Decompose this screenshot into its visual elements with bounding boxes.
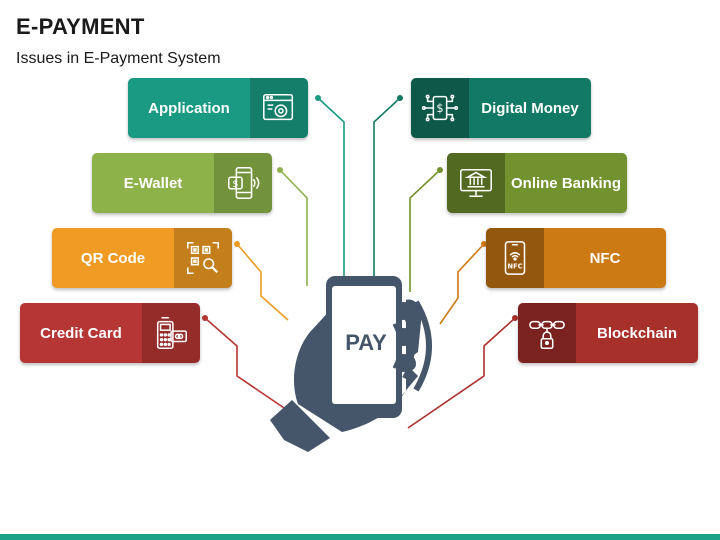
phone-dollar-icon: $ xyxy=(214,153,272,213)
chain-lock-icon xyxy=(518,303,576,363)
qr-magnifier-icon xyxy=(174,228,232,288)
card-creditcard: Credit Card xyxy=(20,303,200,363)
page-subtitle: Issues in E-Payment System xyxy=(16,50,221,67)
card-nfc: NFC NFC xyxy=(486,228,666,288)
page-title: E-PAYMENT xyxy=(16,14,145,39)
card-application-label: Application xyxy=(148,99,230,117)
pay-label: PAY xyxy=(345,330,387,355)
connector-creditcard xyxy=(204,317,291,413)
bank-monitor-icon xyxy=(447,153,505,213)
connector-nfc xyxy=(439,243,485,325)
accent-bar xyxy=(0,534,720,540)
svg-text:$: $ xyxy=(436,101,443,115)
connector-blockchain xyxy=(407,317,516,429)
connector-qrcode xyxy=(236,243,289,321)
card-qrcode: QR Code xyxy=(52,228,232,288)
connector-ewallet xyxy=(279,169,308,286)
hand-phone-pay-icon xyxy=(270,276,432,452)
card-creditcard-label: Credit Card xyxy=(40,324,122,342)
card-digitalmoney: $ Digital Money xyxy=(411,78,591,138)
connector-application xyxy=(317,97,345,280)
card-qrcode-label: QR Code xyxy=(80,249,146,267)
nfc-phone-icon: NFC xyxy=(486,228,544,288)
dollar-circuit-icon: $ xyxy=(411,78,469,138)
svg-text:NFC: NFC xyxy=(508,262,523,270)
card-blockchain-label: Blockchain xyxy=(596,324,678,342)
card-terminal-icon xyxy=(142,303,200,363)
card-ewallet-label: E-Wallet xyxy=(123,174,183,192)
card-onlinebanking-label: Online Banking xyxy=(510,174,621,192)
card-application: Application xyxy=(128,78,308,138)
card-ewallet: E-Wallet $ xyxy=(92,153,272,213)
card-digitalmoney-label: Digital Money xyxy=(481,99,579,117)
browser-gear-icon xyxy=(250,78,308,138)
svg-text:$: $ xyxy=(232,179,238,190)
card-nfc-label: NFC xyxy=(589,249,621,267)
card-onlinebanking: Online Banking xyxy=(447,153,627,213)
connector-digitalmoney xyxy=(373,97,401,280)
connector-onlinebanking xyxy=(409,169,441,292)
card-blockchain: Blockchain xyxy=(518,303,698,363)
